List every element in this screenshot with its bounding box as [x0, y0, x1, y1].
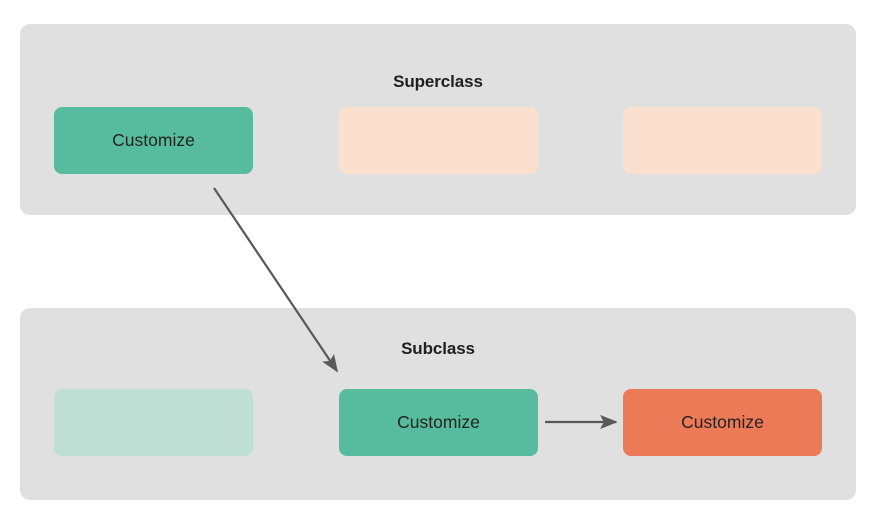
- superclass-panel: Superclass Customize: [20, 24, 856, 215]
- subclass-node-customize-orange-label: Customize: [681, 411, 764, 432]
- superclass-node-customize[interactable]: Customize: [54, 107, 253, 174]
- superclass-title: Superclass: [393, 72, 483, 91]
- superclass-node-placeholder-2[interactable]: [623, 107, 822, 174]
- subclass-node-customize-orange[interactable]: Customize: [623, 389, 822, 456]
- superclass-node-placeholder-1[interactable]: [339, 107, 538, 174]
- subclass-title: Subclass: [401, 339, 475, 358]
- subclass-node-customize-green-label: Customize: [397, 411, 480, 432]
- subclass-panel: Subclass Customize Customize: [20, 308, 856, 500]
- subclass-node-placeholder-1[interactable]: [54, 389, 253, 456]
- subclass-node-customize-green[interactable]: Customize: [339, 389, 538, 456]
- superclass-node-customize-label: Customize: [112, 129, 195, 150]
